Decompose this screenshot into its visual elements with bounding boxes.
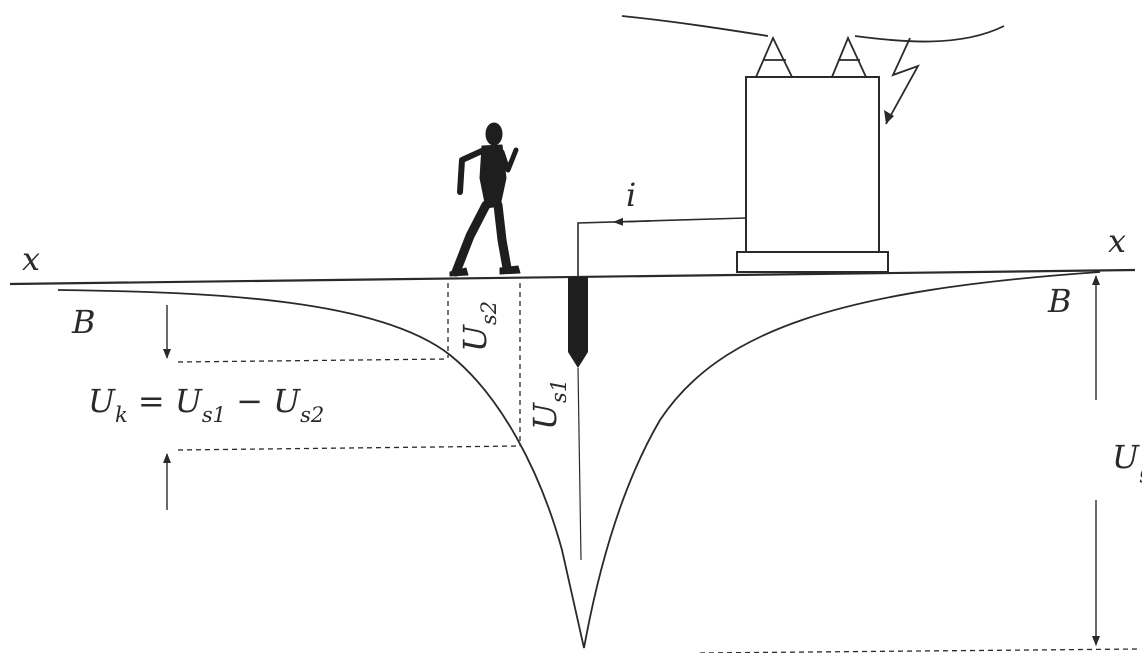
potential-curve — [57, 271, 1101, 649]
ground-voltage-label: Ug — [1112, 438, 1142, 483]
current-path — [577, 217, 747, 282]
potential-level-bottom — [699, 648, 1141, 654]
transformer-body — [745, 76, 880, 253]
walking-person-icon — [449, 122, 521, 277]
axis-label-right: x — [1108, 222, 1126, 260]
lightning-bolt-icon — [884, 37, 920, 125]
current-label: i — [626, 176, 636, 214]
insulator-right — [831, 35, 867, 78]
current-arrow — [613, 217, 651, 226]
overhead-wire-right — [854, 25, 1005, 43]
electrode-centerline — [577, 367, 582, 561]
potential-level-us1 — [177, 445, 521, 451]
potential-level-us2 — [177, 358, 449, 363]
touch-voltage-equation: Uk = Us1 − Us2 — [88, 382, 324, 427]
point-label-left: B — [71, 303, 96, 341]
point-label-right: B — [1047, 282, 1072, 320]
transformer-base — [736, 251, 889, 273]
transformer-icon — [736, 35, 889, 273]
step-voltage-us2-label: Us2 — [456, 301, 501, 352]
insulator-left — [755, 35, 793, 78]
overhead-wire-left — [621, 15, 769, 37]
step-voltage-us1-label: Us1 — [526, 379, 571, 430]
axis-label-left: x — [22, 240, 40, 278]
ground-electrode-icon — [568, 277, 588, 368]
